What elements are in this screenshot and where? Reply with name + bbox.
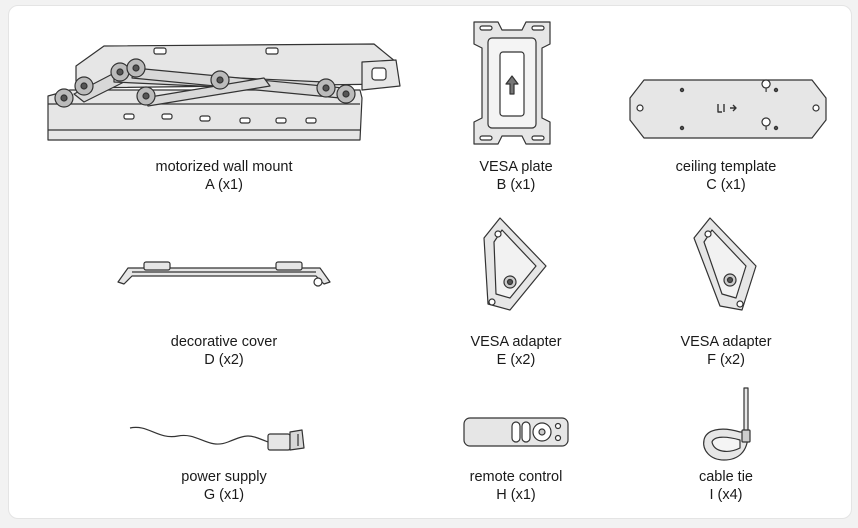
part-f [690, 214, 760, 314]
part-code: G (x1) [203, 487, 245, 503]
part-code: F (x2) [707, 352, 745, 368]
part-name: motorized wall mount [155, 159, 293, 175]
vesa-plate-icon [473, 21, 551, 145]
part-d [114, 256, 334, 292]
part-name: VESA adapter [680, 334, 772, 350]
part-code: D (x2) [204, 352, 244, 368]
ceiling-template-icon [629, 79, 827, 139]
part-h-label: remote control H (x1) [396, 468, 636, 504]
part-a-label: motorized wall mount A (x1) [104, 158, 344, 194]
part-i-label: cable tie I (x4) [606, 468, 846, 504]
part-code: E (x2) [496, 352, 536, 368]
decorative-cover-icon [117, 261, 331, 287]
part-c [626, 76, 830, 142]
part-name: cable tie [698, 469, 753, 485]
part-code: I (x4) [709, 487, 743, 503]
part-name: ceiling template [675, 159, 777, 175]
power-supply-icon [129, 426, 305, 451]
vesa-adapter-icon [693, 217, 757, 311]
part-c-label: ceiling template C (x1) [606, 158, 846, 194]
remote-control-icon [463, 417, 569, 447]
part-name: power supply [181, 469, 267, 485]
part-code: H (x1) [496, 487, 536, 503]
part-a [44, 38, 414, 148]
wall-mount-icon [47, 43, 401, 141]
part-e [480, 214, 550, 314]
part-name: remote control [469, 469, 563, 485]
part-name: VESA adapter [470, 334, 562, 350]
part-name: VESA plate [479, 159, 553, 175]
cable-tie-icon [703, 387, 751, 461]
part-g [128, 420, 308, 456]
vesa-adapter-icon [483, 217, 547, 311]
part-h [462, 414, 572, 450]
part-e-label: VESA adapter E (x2) [396, 333, 636, 369]
part-code: A (x1) [205, 177, 243, 193]
part-f-label: VESA adapter F (x2) [606, 333, 846, 369]
part-b [470, 18, 554, 148]
part-code: B (x1) [496, 177, 536, 193]
part-g-label: power supply G (x1) [104, 468, 344, 504]
part-name: decorative cover [170, 334, 278, 350]
part-b-label: VESA plate B (x1) [396, 158, 636, 194]
part-code: C (x1) [706, 177, 746, 193]
part-d-label: decorative cover D (x2) [104, 333, 344, 369]
part-i [700, 386, 760, 464]
